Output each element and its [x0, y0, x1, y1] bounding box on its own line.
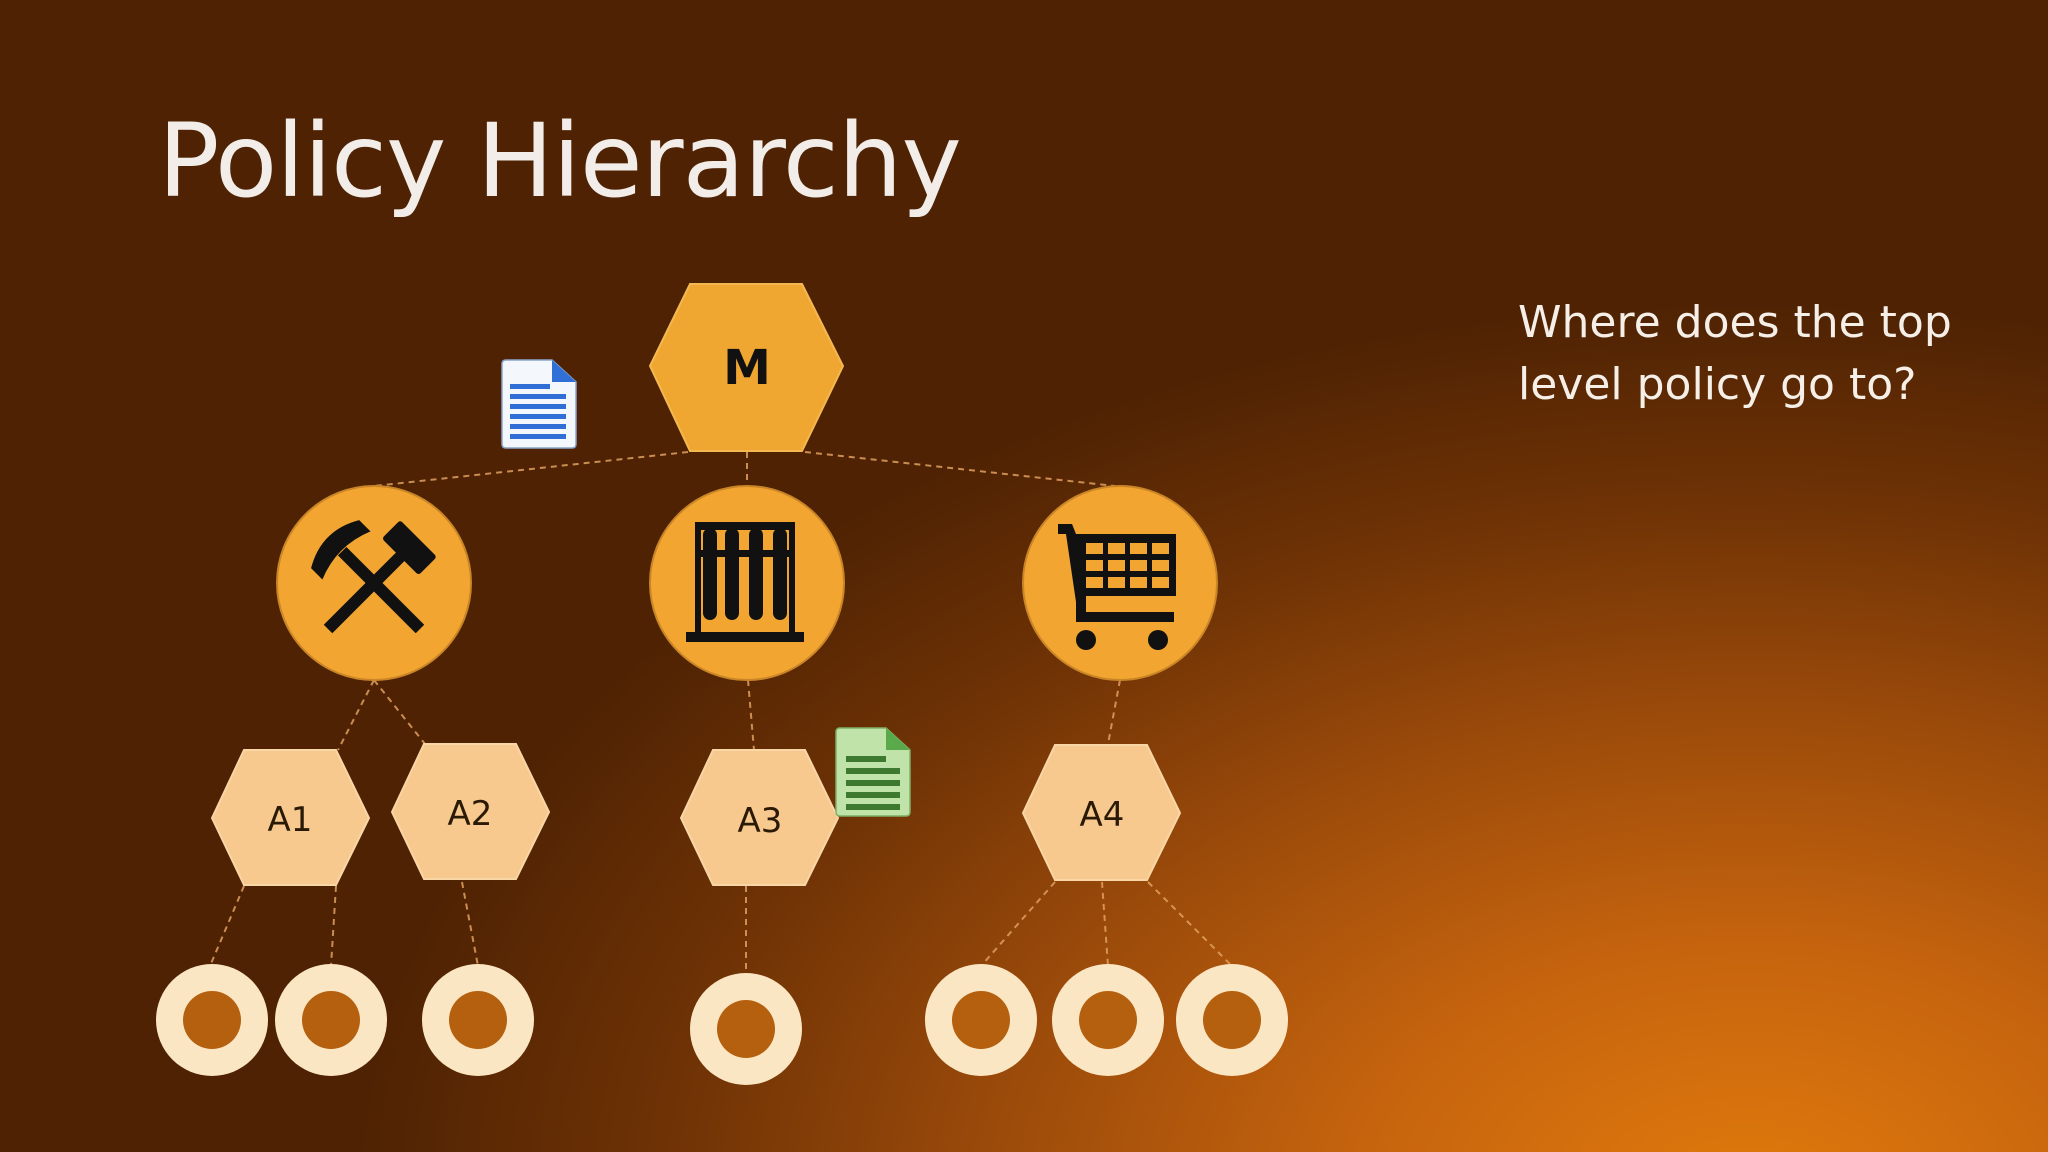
account-node-a3: A3 [679, 749, 840, 886]
resource-ring [690, 973, 802, 1085]
blue-document-icon [501, 359, 577, 449]
account-label: A2 [448, 794, 493, 834]
resource-ring [422, 964, 534, 1076]
department-node-3 [1022, 485, 1218, 681]
resource-ring [1052, 964, 1164, 1076]
shopping-cart-icon [1058, 524, 1176, 650]
account-node-a1: A1 [210, 749, 371, 886]
department-node-1 [276, 485, 472, 681]
green-document-icon [835, 727, 911, 817]
account-label: A4 [1080, 795, 1125, 835]
resource-ring [156, 964, 268, 1076]
root-label: M [723, 340, 771, 396]
question-text: Where does the top level policy go to? [1518, 297, 1952, 410]
resource-rings [156, 964, 1288, 1085]
resource-ring [275, 964, 387, 1076]
root-node: M [648, 283, 845, 452]
department-node-2 [649, 485, 845, 681]
test-tubes-icon [686, 522, 804, 642]
account-node-a2: A2 [390, 743, 551, 880]
resource-ring [925, 964, 1037, 1076]
account-label: A1 [268, 800, 313, 840]
hammer-pick-icon [311, 520, 436, 634]
tree-connectors [209, 451, 1233, 975]
account-label: A3 [738, 801, 783, 841]
slide-title: Policy Hierarchy [158, 102, 962, 221]
account-node-a4: A4 [1021, 744, 1182, 881]
resource-ring [1176, 964, 1288, 1076]
